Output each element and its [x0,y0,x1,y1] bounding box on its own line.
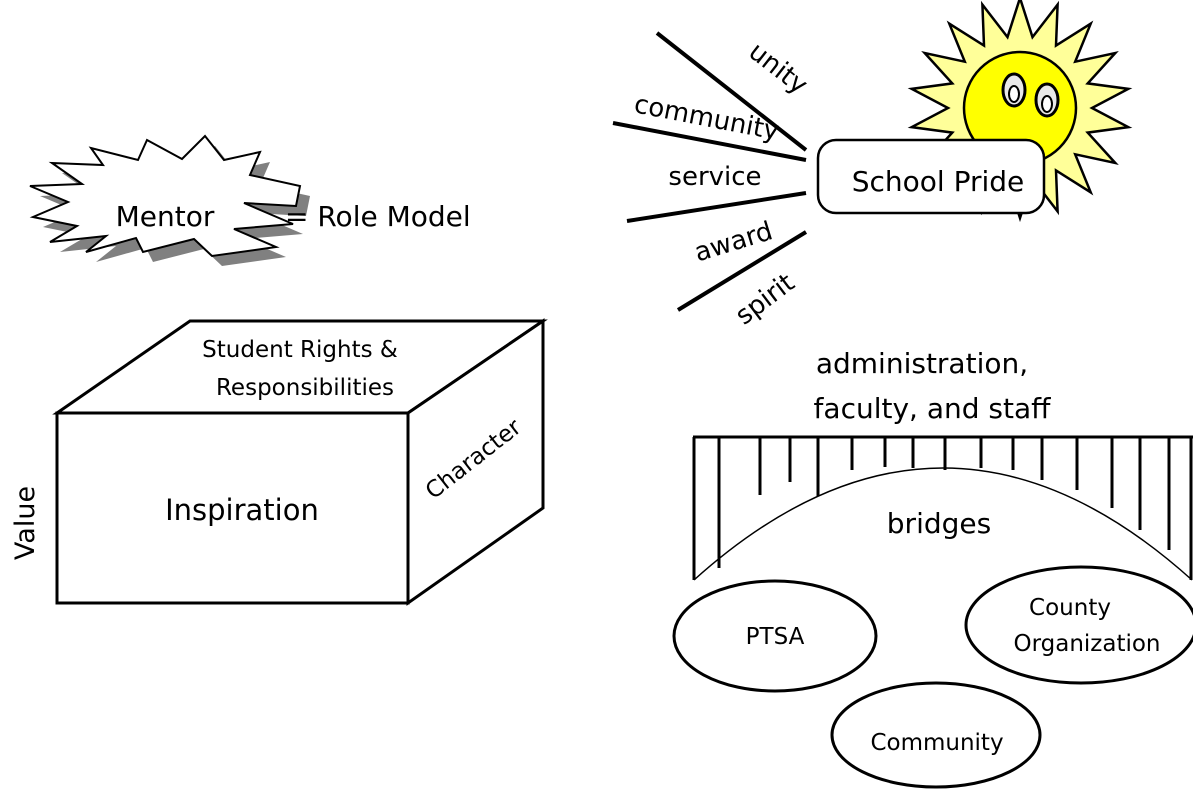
community-label: Community [870,730,1003,756]
ovals-group: PTSA County Organization Community [672,565,1193,789]
pride-ray-line [626,191,807,223]
bridge-posts [692,437,1193,580]
sun-pupil-right [1041,95,1053,113]
box-front-face [55,411,410,605]
county-label-line1: County [1029,595,1111,621]
box-top-label-line1: Student Rights & [202,337,398,363]
mentor-burst-group: Mentor = Role Model [29,134,471,266]
box-top-label-line2: Responsibilities [216,375,394,401]
county-organization-oval [964,565,1193,685]
ray-label-award: award [691,216,776,268]
ray-label-unity: unity [743,37,813,101]
bridge-arch [693,467,1193,581]
bridge-caption-line2: faculty, and staff [814,392,1052,425]
county-label-line2: Organization [1013,631,1160,657]
mentor-label: Mentor [116,200,215,233]
community-oval [830,681,1042,789]
school-pride-box [816,138,1046,215]
pride-ray-line [655,31,808,152]
role-model-label: = Role Model [285,200,471,233]
ray-label-service: service [668,162,761,192]
bridge-group: administration, faculty, and staff bridg… [692,347,1193,581]
box-front-label: Inspiration [165,493,319,527]
box-side-face [406,318,545,606]
bridge-caption-line1: administration, [816,347,1028,380]
ray-label-spirit: spirit [730,268,800,331]
ray-label-community: community [632,89,782,146]
ptsa-oval [672,579,878,693]
school-pride-label: School Pride [852,165,1025,198]
pride-ray-line [676,230,808,312]
ptsa-label: PTSA [746,624,805,650]
box-group: Student Rights & Responsibilities Inspir… [10,318,548,606]
bridge-arch-label: bridges [887,507,991,540]
sun-pupil-left [1008,85,1020,103]
box-value-label: Value [10,486,41,560]
mentor-burst [29,134,302,258]
pride-ray-line [612,121,807,162]
